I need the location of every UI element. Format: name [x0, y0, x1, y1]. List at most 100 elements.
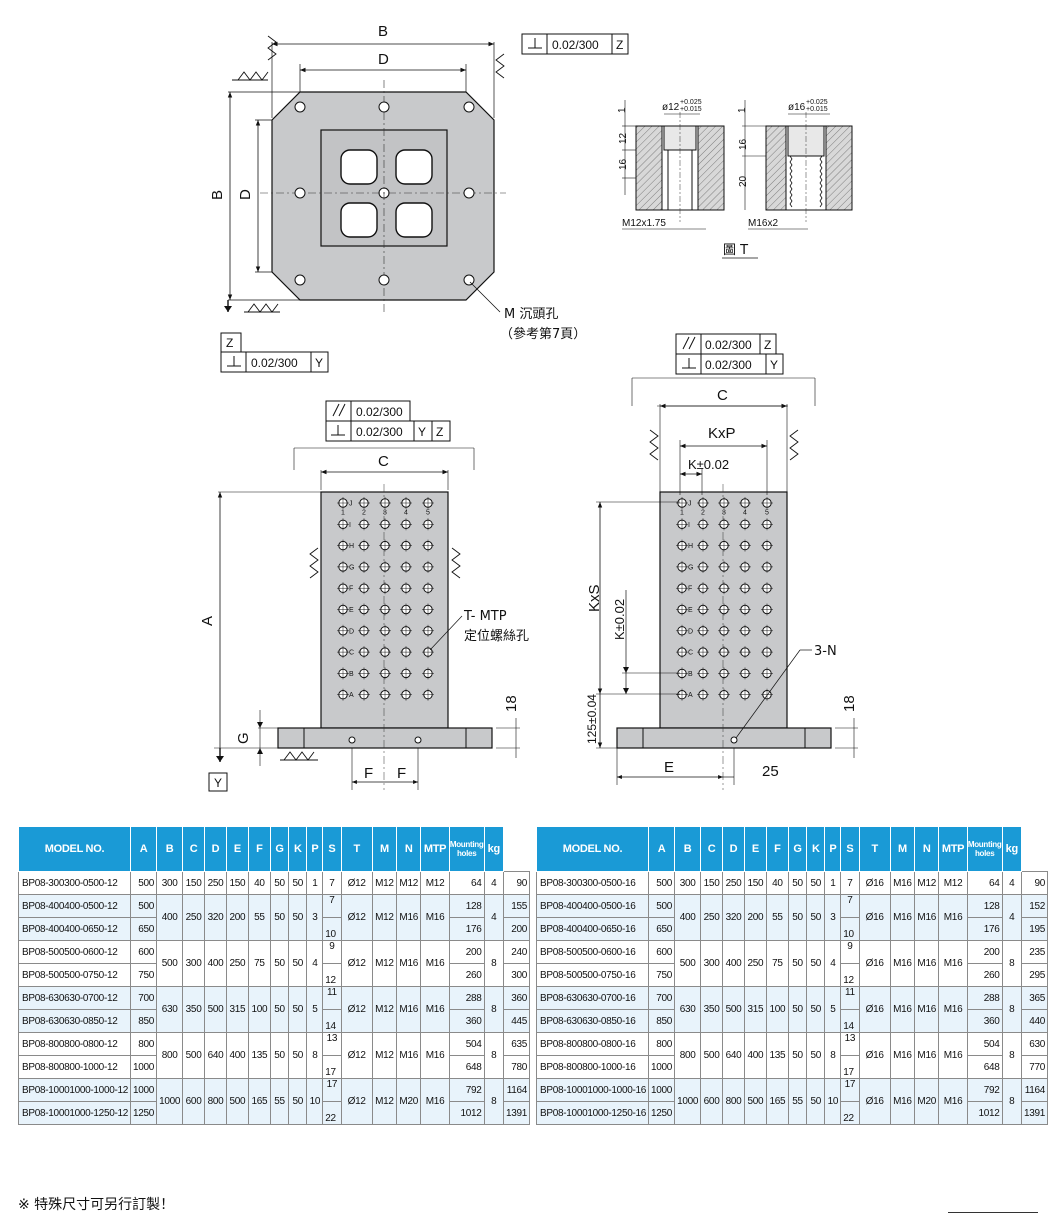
table-cell: BP08-10001000-1000-12	[17, 1078, 132, 1102]
table-cell: 1000	[130, 1055, 158, 1079]
table-cell: 50	[269, 940, 290, 987]
table-cell: 250	[700, 894, 724, 941]
column-number: 2	[701, 510, 705, 517]
table-cell: 250	[182, 894, 206, 941]
table-cell: M16	[914, 940, 940, 987]
table-cell: M16	[889, 986, 916, 1033]
column-header: M	[371, 826, 398, 872]
table-cell: BP08-630630-0850-12	[17, 1009, 132, 1033]
column-header: kg	[1001, 826, 1022, 872]
table-cell: 7	[322, 871, 342, 895]
table-cell: M16	[938, 986, 968, 1033]
table-cell: 150	[743, 871, 767, 895]
dim-kxs: KxS	[586, 584, 603, 612]
table-cell: 1164	[1020, 1078, 1049, 1102]
table-cell: 200	[448, 940, 485, 964]
table-cell: 1	[824, 871, 842, 895]
table-cell: 1012	[448, 1101, 485, 1125]
table-cell: Ø16	[858, 894, 891, 941]
table-cell: BP08-630630-0850-16	[535, 1009, 650, 1033]
row-letter: H	[688, 543, 693, 550]
table-cell: 250	[743, 940, 767, 987]
column-header: T	[340, 826, 373, 872]
table-cell: M16	[396, 894, 422, 941]
tolerance-frame-left: Z 0.02/300 Y	[220, 332, 329, 373]
column-header: T	[858, 826, 891, 872]
table-cell: 200	[743, 894, 767, 941]
row-letter: D	[349, 628, 354, 635]
table-cell: 50	[269, 986, 290, 1033]
dim-18-side: 18	[841, 695, 858, 712]
table-cell: 150	[225, 871, 249, 895]
table-cell: 630	[1020, 1032, 1049, 1056]
table-cell: M12	[914, 871, 940, 895]
table-cell: 14	[840, 1009, 860, 1033]
table-cell: M16	[889, 1032, 916, 1079]
table-cell: 295	[1020, 963, 1049, 987]
table-cell: 150	[182, 871, 206, 895]
table-cell: Ø16	[858, 986, 891, 1033]
table-cell: 1391	[1020, 1101, 1049, 1125]
table-cell: 400	[722, 940, 745, 987]
dim-kxp: KxP	[708, 425, 736, 442]
table-cell: 50	[787, 940, 808, 987]
table-cell: 504	[966, 1032, 1003, 1056]
figure-t-title: 圖 T	[723, 243, 748, 258]
table-cell: BP08-500500-0750-16	[535, 963, 650, 987]
table-cell: 4	[1001, 871, 1022, 895]
svg-text:Z: Z	[764, 338, 771, 352]
table-cell: 792	[448, 1078, 485, 1102]
svg-text:16: 16	[618, 158, 629, 170]
row-letter: A	[688, 692, 693, 699]
table-cell: M16	[396, 940, 422, 987]
table-cell: BP08-500500-0750-12	[17, 963, 132, 987]
table-cell: M16	[396, 986, 422, 1033]
table-cell: M16	[420, 986, 450, 1033]
table-cell: 1000	[130, 1078, 158, 1102]
row-letter: A	[349, 692, 354, 699]
table-cell: 1250	[648, 1101, 676, 1125]
table-cell: M16	[938, 940, 968, 987]
column-number: 5	[765, 510, 769, 517]
table-cell: 1000	[648, 1055, 676, 1079]
table-cell: 50	[787, 1032, 808, 1079]
svg-text:+0.025: +0.025	[680, 99, 702, 106]
table-cell: 8	[483, 986, 504, 1033]
svg-text:1: 1	[617, 107, 628, 113]
column-header: G	[269, 826, 290, 872]
table-cell: 400	[204, 940, 227, 987]
table-cell: 17	[840, 1055, 860, 1079]
svg-text:12: 12	[618, 132, 629, 144]
table-cell: 90	[502, 871, 531, 895]
table-cell: 315	[743, 986, 767, 1033]
column-header: K	[288, 826, 308, 872]
table-cell: 8	[1001, 986, 1022, 1033]
column-header: MTP	[938, 826, 968, 872]
table-cell: 500	[648, 894, 676, 918]
table-cell: Ø16	[858, 1078, 891, 1125]
svg-text:+0.015: +0.015	[806, 106, 828, 113]
table-cell: M16	[889, 1078, 916, 1125]
table-cell: 155	[502, 894, 531, 918]
table-cell: 650	[648, 917, 676, 941]
dim-k-tol-h: K±0.02	[688, 457, 729, 472]
table-cell: 500	[648, 871, 676, 895]
table-cell: 7	[840, 871, 860, 895]
m-reference-label: （參考第7頁）	[500, 327, 586, 342]
table-cell: Ø16	[858, 871, 891, 895]
dim-c-side: C	[717, 387, 728, 404]
table-cell: M16	[914, 1032, 940, 1079]
table-cell: 50	[806, 1032, 826, 1079]
svg-text:+0.025: +0.025	[806, 99, 828, 106]
table-cell: BP08-800800-1000-16	[535, 1055, 650, 1079]
svg-text:Y: Y	[418, 425, 426, 439]
custom-size-note: ※ 特殊尺寸可另行訂製！	[18, 1197, 175, 1213]
column-header: K	[806, 826, 826, 872]
table-cell: 1000	[156, 1078, 184, 1125]
column-header: S	[840, 826, 860, 872]
column-header: S	[322, 826, 342, 872]
